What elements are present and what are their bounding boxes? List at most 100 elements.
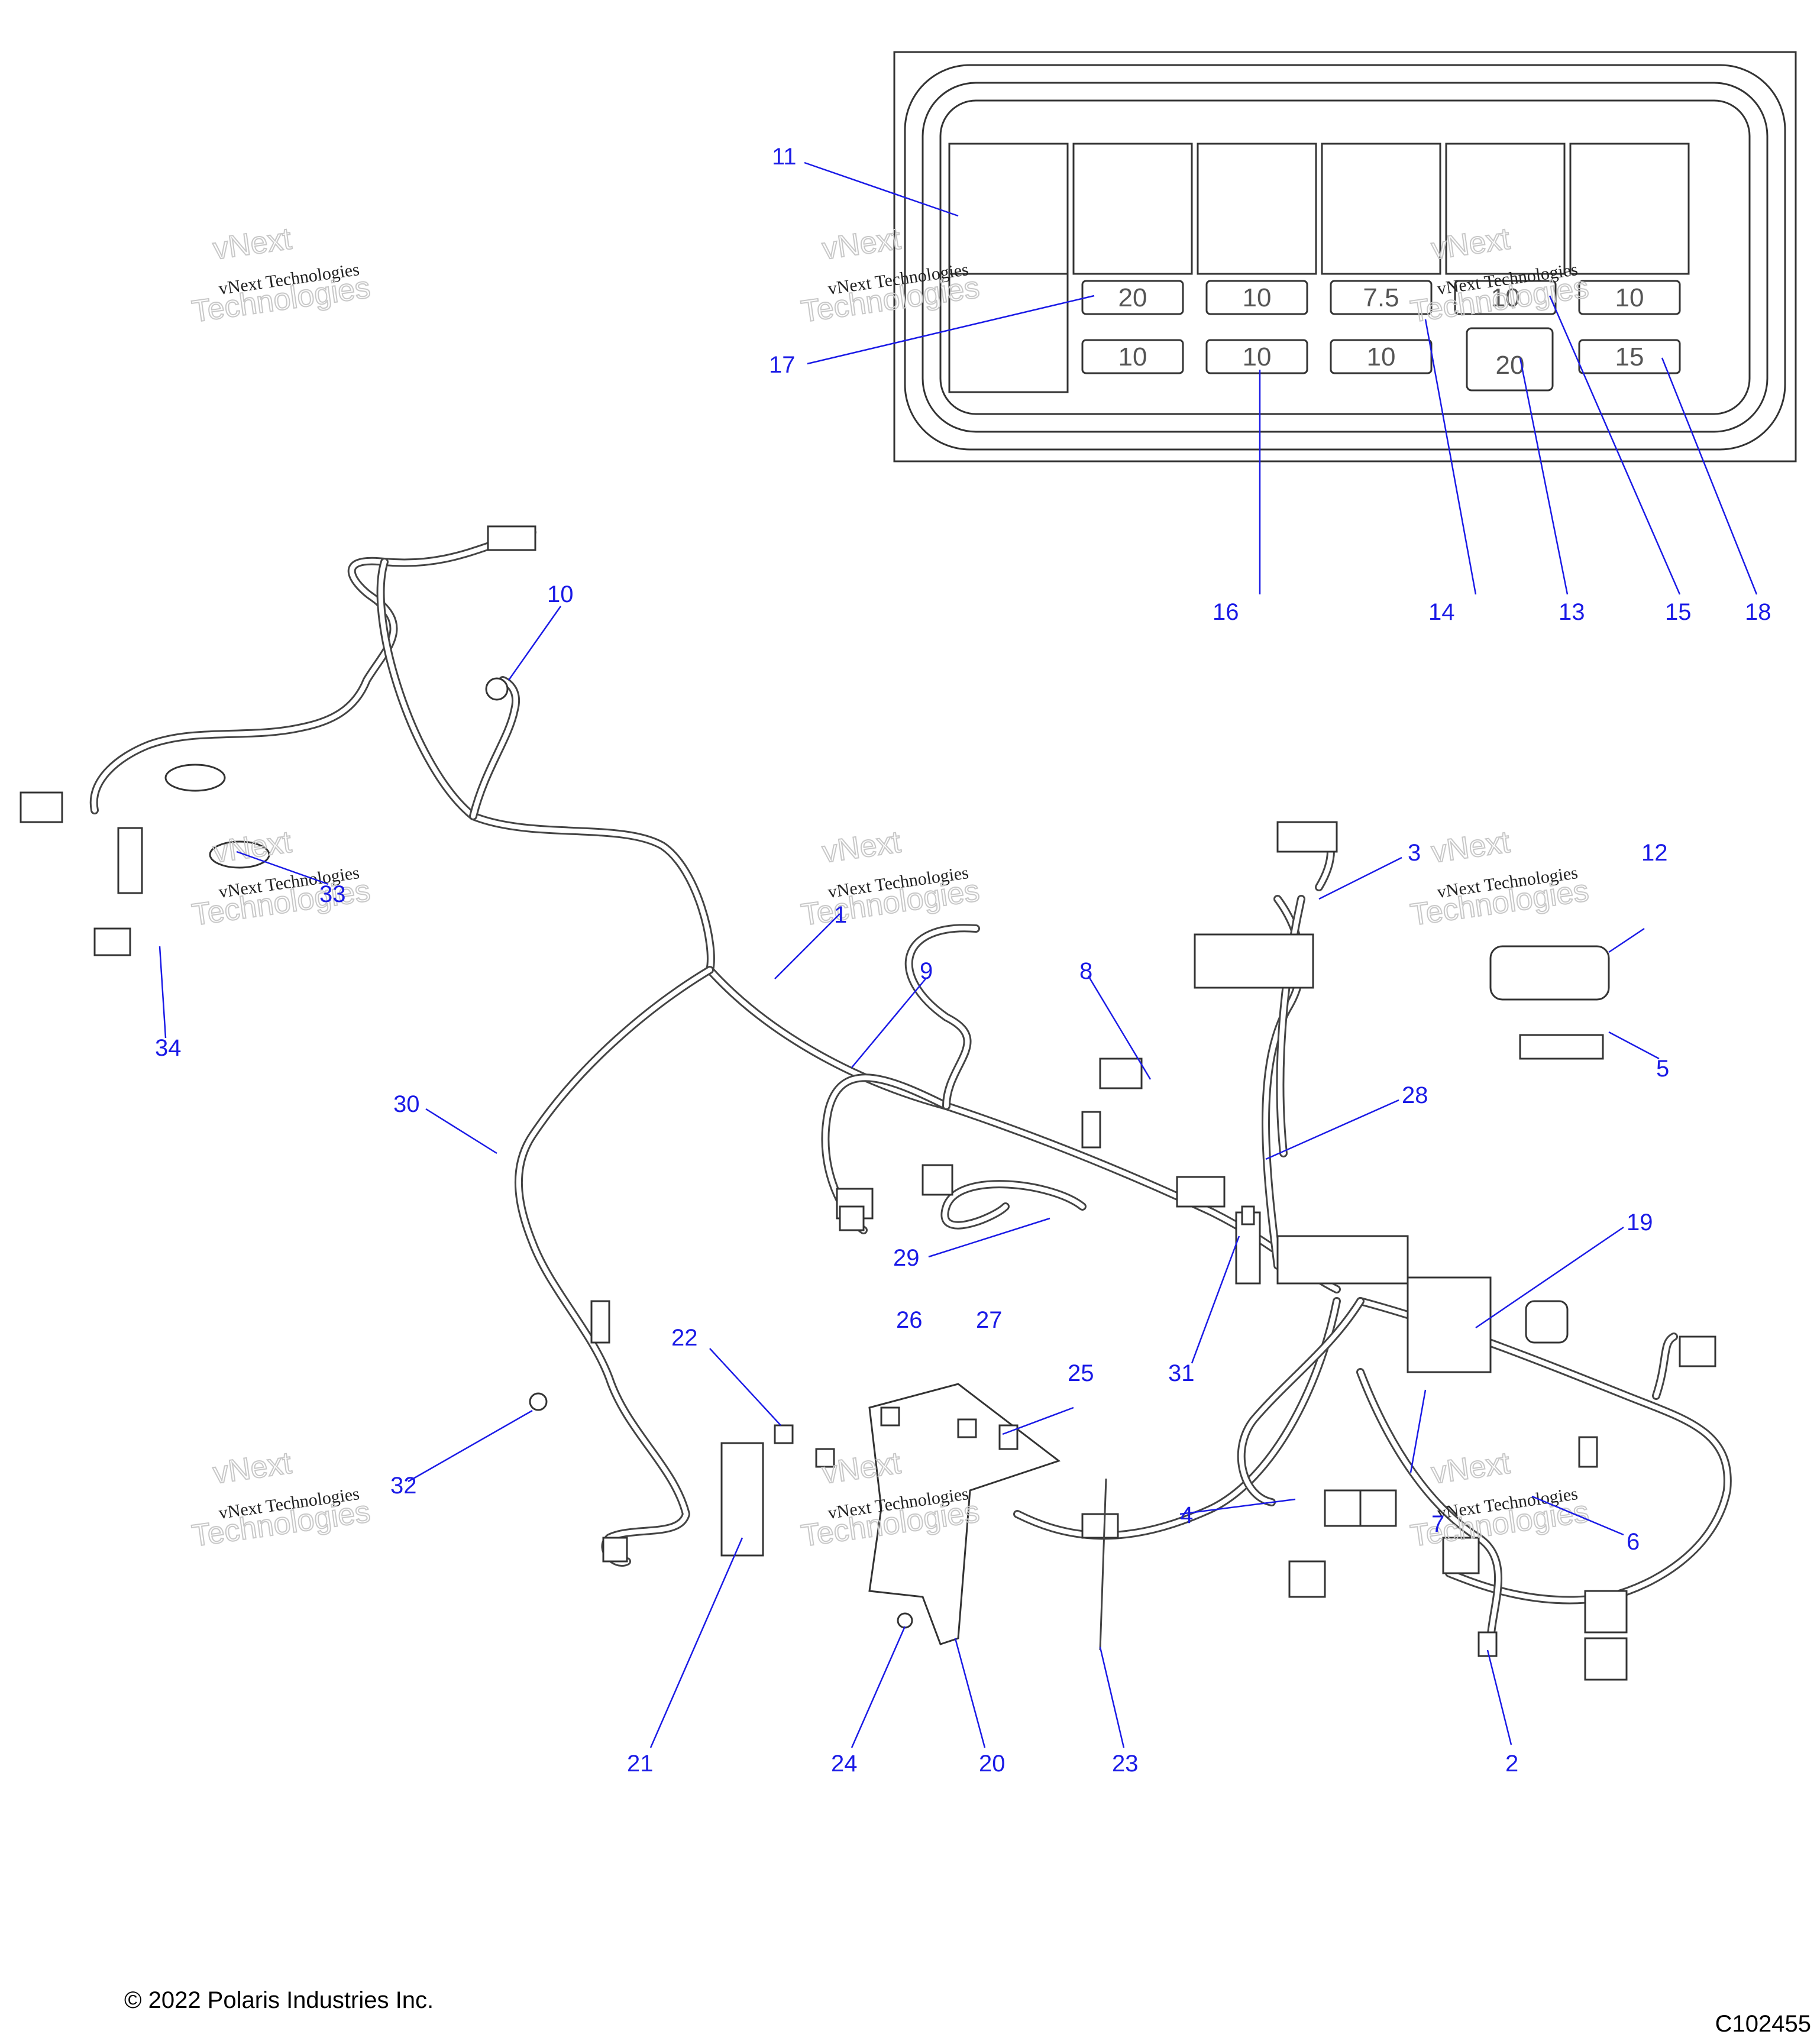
callout-31: 31 xyxy=(1168,1360,1195,1386)
relay-slot xyxy=(1197,143,1317,275)
connector xyxy=(590,1300,610,1344)
fuse-top-3: 7.5 xyxy=(1330,280,1433,315)
connector xyxy=(1324,1489,1362,1527)
svg-text:10: 10 xyxy=(1118,342,1147,371)
svg-text:7.5: 7.5 xyxy=(1363,283,1399,312)
callout-18: 18 xyxy=(1745,599,1771,625)
push-rivet xyxy=(774,1424,794,1444)
callout-2: 2 xyxy=(1505,1751,1518,1777)
connector xyxy=(1679,1335,1716,1367)
watermark-vnext: vNext xyxy=(211,1446,294,1491)
screw xyxy=(957,1418,977,1438)
callout-11: 11 xyxy=(772,144,797,170)
connector xyxy=(922,1164,953,1196)
relay-slot xyxy=(1569,143,1690,275)
svg-text:10: 10 xyxy=(1243,342,1272,371)
connector xyxy=(1584,1590,1628,1634)
fuse-bottom-1: 10 xyxy=(1081,339,1184,374)
watermark-vnext: vNext xyxy=(820,825,903,870)
connector xyxy=(1176,1176,1226,1208)
callout-21: 21 xyxy=(627,1751,654,1777)
callout-6: 6 xyxy=(1627,1529,1640,1555)
callout-13: 13 xyxy=(1559,599,1585,625)
callout-16: 16 xyxy=(1213,599,1239,625)
svg-text:10: 10 xyxy=(1491,283,1520,312)
relay-slot xyxy=(1072,143,1193,275)
callout-4: 4 xyxy=(1180,1502,1193,1528)
callout-15: 15 xyxy=(1665,599,1692,625)
connector xyxy=(1359,1489,1397,1527)
ecu-connector xyxy=(1407,1276,1492,1373)
fuse-box-cover xyxy=(1489,945,1610,1001)
callout-5: 5 xyxy=(1656,1056,1669,1082)
connector xyxy=(1442,1537,1480,1574)
inline-fuse xyxy=(1241,1205,1255,1225)
callout-30: 30 xyxy=(393,1091,420,1117)
fuse-top-2: 10 xyxy=(1205,280,1308,315)
fuse-top-4: 10 xyxy=(1454,280,1557,315)
connector xyxy=(1288,1560,1326,1598)
connector xyxy=(1099,1057,1143,1089)
callout-12: 12 xyxy=(1641,840,1668,866)
callout-28: 28 xyxy=(1402,1082,1428,1108)
junction-bracket xyxy=(720,1442,764,1557)
callout-24: 24 xyxy=(831,1751,858,1777)
connector xyxy=(93,927,131,956)
watermark-vnext: vNext xyxy=(211,825,294,870)
relay-slot xyxy=(948,143,1069,275)
relay-slot xyxy=(1321,143,1441,275)
callout-33: 33 xyxy=(319,881,346,907)
callout-7: 7 xyxy=(1431,1511,1444,1537)
svg-text:15: 15 xyxy=(1615,342,1644,371)
callout-17: 17 xyxy=(769,352,796,378)
callout-34: 34 xyxy=(155,1035,182,1061)
hose-clamp xyxy=(209,840,270,869)
callout-20: 20 xyxy=(979,1751,1006,1777)
connector xyxy=(1194,933,1314,989)
callout-10: 10 xyxy=(547,581,574,607)
connector xyxy=(487,525,536,551)
fuse-bottom-3: 10 xyxy=(1330,339,1433,374)
callout-32: 32 xyxy=(390,1473,417,1499)
fuse-box-housing xyxy=(1276,1235,1409,1285)
callout-3: 3 xyxy=(1408,840,1421,866)
relay-slot xyxy=(948,273,1069,393)
callout-9: 9 xyxy=(920,958,933,984)
watermark-vnext: vNext xyxy=(211,222,294,267)
callout-1: 1 xyxy=(834,902,847,928)
connector xyxy=(117,827,143,894)
cable-tie xyxy=(1099,1478,1107,1651)
callout-26: 26 xyxy=(896,1307,923,1333)
copyright-text: © 2022 Polaris Industries Inc. xyxy=(124,1987,434,2013)
screw xyxy=(815,1448,835,1468)
svg-text:20: 20 xyxy=(1496,351,1525,380)
connector xyxy=(485,677,509,701)
leader-lines xyxy=(159,161,1758,1748)
fuse-top-5: 10 xyxy=(1578,280,1681,315)
fuse-bottom-2: 10 xyxy=(1205,339,1308,374)
callout-19: 19 xyxy=(1627,1209,1653,1236)
svg-text:10: 10 xyxy=(1367,342,1396,371)
fuse-puller-strip xyxy=(1519,1034,1604,1060)
nut xyxy=(897,1612,913,1629)
callout-22: 22 xyxy=(671,1325,698,1351)
grommet xyxy=(529,1392,548,1411)
connector xyxy=(1276,821,1338,853)
callouts: 11 17 16 14 13 15 18 10 1 9 3 8 12 5 28 … xyxy=(155,144,1771,1777)
callout-25: 25 xyxy=(1068,1360,1094,1386)
figure-id: C102455 xyxy=(1715,2011,1811,2037)
connector xyxy=(1578,1436,1598,1468)
watermark-vnext: vNext xyxy=(1430,825,1512,870)
svg-text:10: 10 xyxy=(1615,283,1644,312)
callout-8: 8 xyxy=(1079,958,1092,984)
watermark-vnext: vNext xyxy=(1430,1446,1512,1491)
fuse-bottom-5: 15 xyxy=(1578,339,1681,374)
connector xyxy=(1081,1111,1101,1149)
callout-27: 27 xyxy=(976,1307,1003,1333)
connector xyxy=(1081,1513,1119,1539)
fuse-bottom-4-large: 20 xyxy=(1466,327,1554,392)
connector xyxy=(1584,1637,1628,1681)
callout-23: 23 xyxy=(1112,1751,1139,1777)
main-harness xyxy=(20,525,1732,1681)
